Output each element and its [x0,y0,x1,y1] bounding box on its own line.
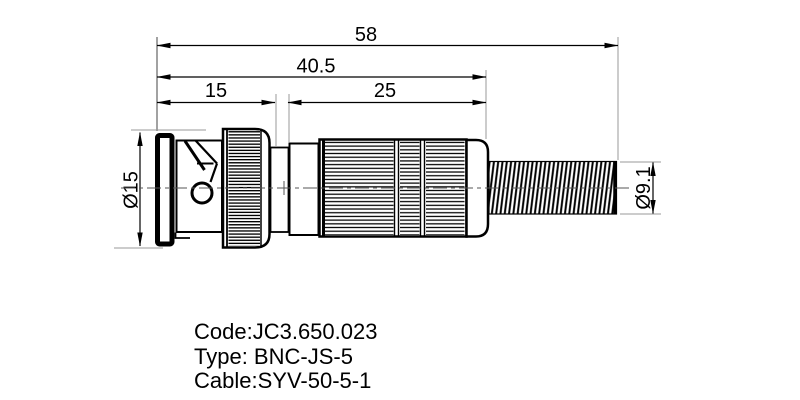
part-type-label: Type: BNC-JS-5 [194,344,353,369]
dimension-label-overall: 58 [355,24,377,46]
dimension-label-body: 40.5 [297,56,336,78]
bayonet-pin-recess [190,181,214,205]
dimension-spring-diameter: Ø9.1 [633,162,656,214]
body-sleeve [288,142,320,236]
dimension-label-spring-diameter: Ø9.1 [633,166,655,209]
neck-section [269,146,290,233]
dimension-flange-diameter: Ø15 [121,132,143,247]
bayonet-slot-hook [209,163,219,183]
front-flange [155,133,175,247]
body-step [174,232,190,239]
bayonet-slot-left-edge [183,140,206,171]
dimension-label-rear: 25 [374,80,396,102]
bayonet-slot [183,139,219,205]
dimension-front-length: 15 [156,80,276,106]
bayonet-slot-right-edge [194,139,218,165]
dimension-label-flange-diameter: Ø15 [121,171,143,209]
dimension-label-front: 15 [205,80,227,102]
part-cable-label: Cable:SYV-50-5-1 [194,368,371,393]
extension-lines [114,37,661,249]
part-code-label: Code:JC3.650.023 [194,319,377,344]
dimension-overall-length: 58 [156,24,619,49]
part-info-block: Code:JC3.650.023 Type: BNC-JS-5 Cable:SY… [194,319,377,393]
dimension-body-length: 40.5 [156,56,487,80]
dimension-rear-length: 25 [287,80,487,106]
